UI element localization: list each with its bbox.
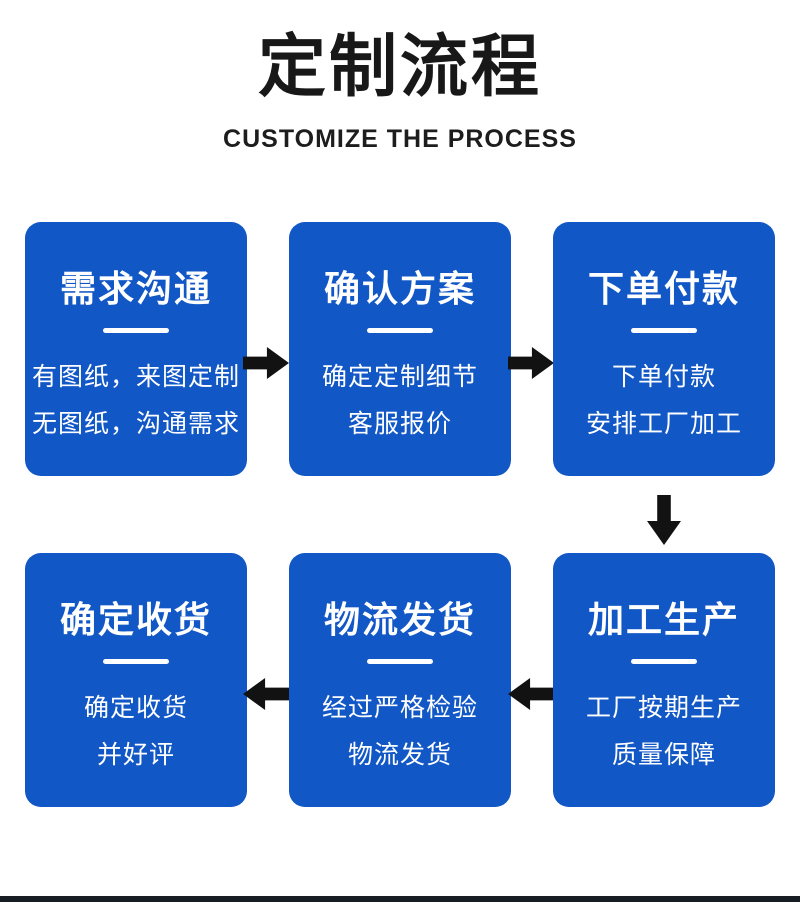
step-detail-line: 下单付款 bbox=[611, 363, 716, 391]
step-title: 下单付款 bbox=[587, 268, 740, 309]
page-subtitle: CUSTOMIZE THE PROCESS bbox=[223, 125, 577, 153]
title-divider bbox=[367, 659, 433, 664]
step-card-logistics-shipping: 物流发货 经过严格检验 物流发货 bbox=[289, 553, 511, 807]
step-detail-line: 安排工厂加工 bbox=[585, 410, 742, 438]
step-card-requirements: 需求沟通 有图纸，来图定制 无图纸，沟通需求 bbox=[25, 222, 247, 476]
title-divider bbox=[103, 328, 169, 333]
step-detail-line: 质量保障 bbox=[611, 741, 716, 769]
arrow-right-icon bbox=[243, 347, 289, 379]
step-card-production: 加工生产 工厂按期生产 质量保障 bbox=[553, 553, 775, 807]
arrow-left-icon bbox=[508, 678, 554, 710]
step-detail-line: 有图纸，来图定制 bbox=[31, 363, 240, 391]
step-detail-line: 客服报价 bbox=[347, 410, 452, 438]
title-divider bbox=[631, 328, 697, 333]
title-divider bbox=[103, 659, 169, 664]
title-divider bbox=[631, 659, 697, 664]
step-detail-line: 工厂按期生产 bbox=[585, 694, 742, 722]
step-detail-line: 确定定制细节 bbox=[321, 363, 478, 391]
step-card-confirm-plan: 确认方案 确定定制细节 客服报价 bbox=[289, 222, 511, 476]
step-card-confirm-receipt: 确定收货 确定收货 并好评 bbox=[25, 553, 247, 807]
step-detail-line: 确定收货 bbox=[83, 694, 188, 722]
arrow-right-icon bbox=[508, 347, 554, 379]
step-title: 物流发货 bbox=[323, 599, 476, 640]
step-title: 需求沟通 bbox=[59, 268, 212, 309]
step-detail-line: 经过严格检验 bbox=[321, 694, 478, 722]
step-title: 加工生产 bbox=[587, 599, 740, 640]
step-detail-line: 并好评 bbox=[96, 741, 175, 769]
step-detail-line: 无图纸，沟通需求 bbox=[31, 410, 240, 438]
step-title: 确定收货 bbox=[59, 599, 212, 640]
step-detail-line: 物流发货 bbox=[347, 741, 452, 769]
arrow-down-icon bbox=[647, 495, 681, 545]
bottom-divider-bar bbox=[0, 896, 800, 902]
page-title: 定制流程 bbox=[257, 29, 542, 105]
step-card-order-payment: 下单付款 下单付款 安排工厂加工 bbox=[553, 222, 775, 476]
arrow-left-icon bbox=[243, 678, 289, 710]
step-title: 确认方案 bbox=[323, 268, 476, 309]
title-divider bbox=[367, 328, 433, 333]
